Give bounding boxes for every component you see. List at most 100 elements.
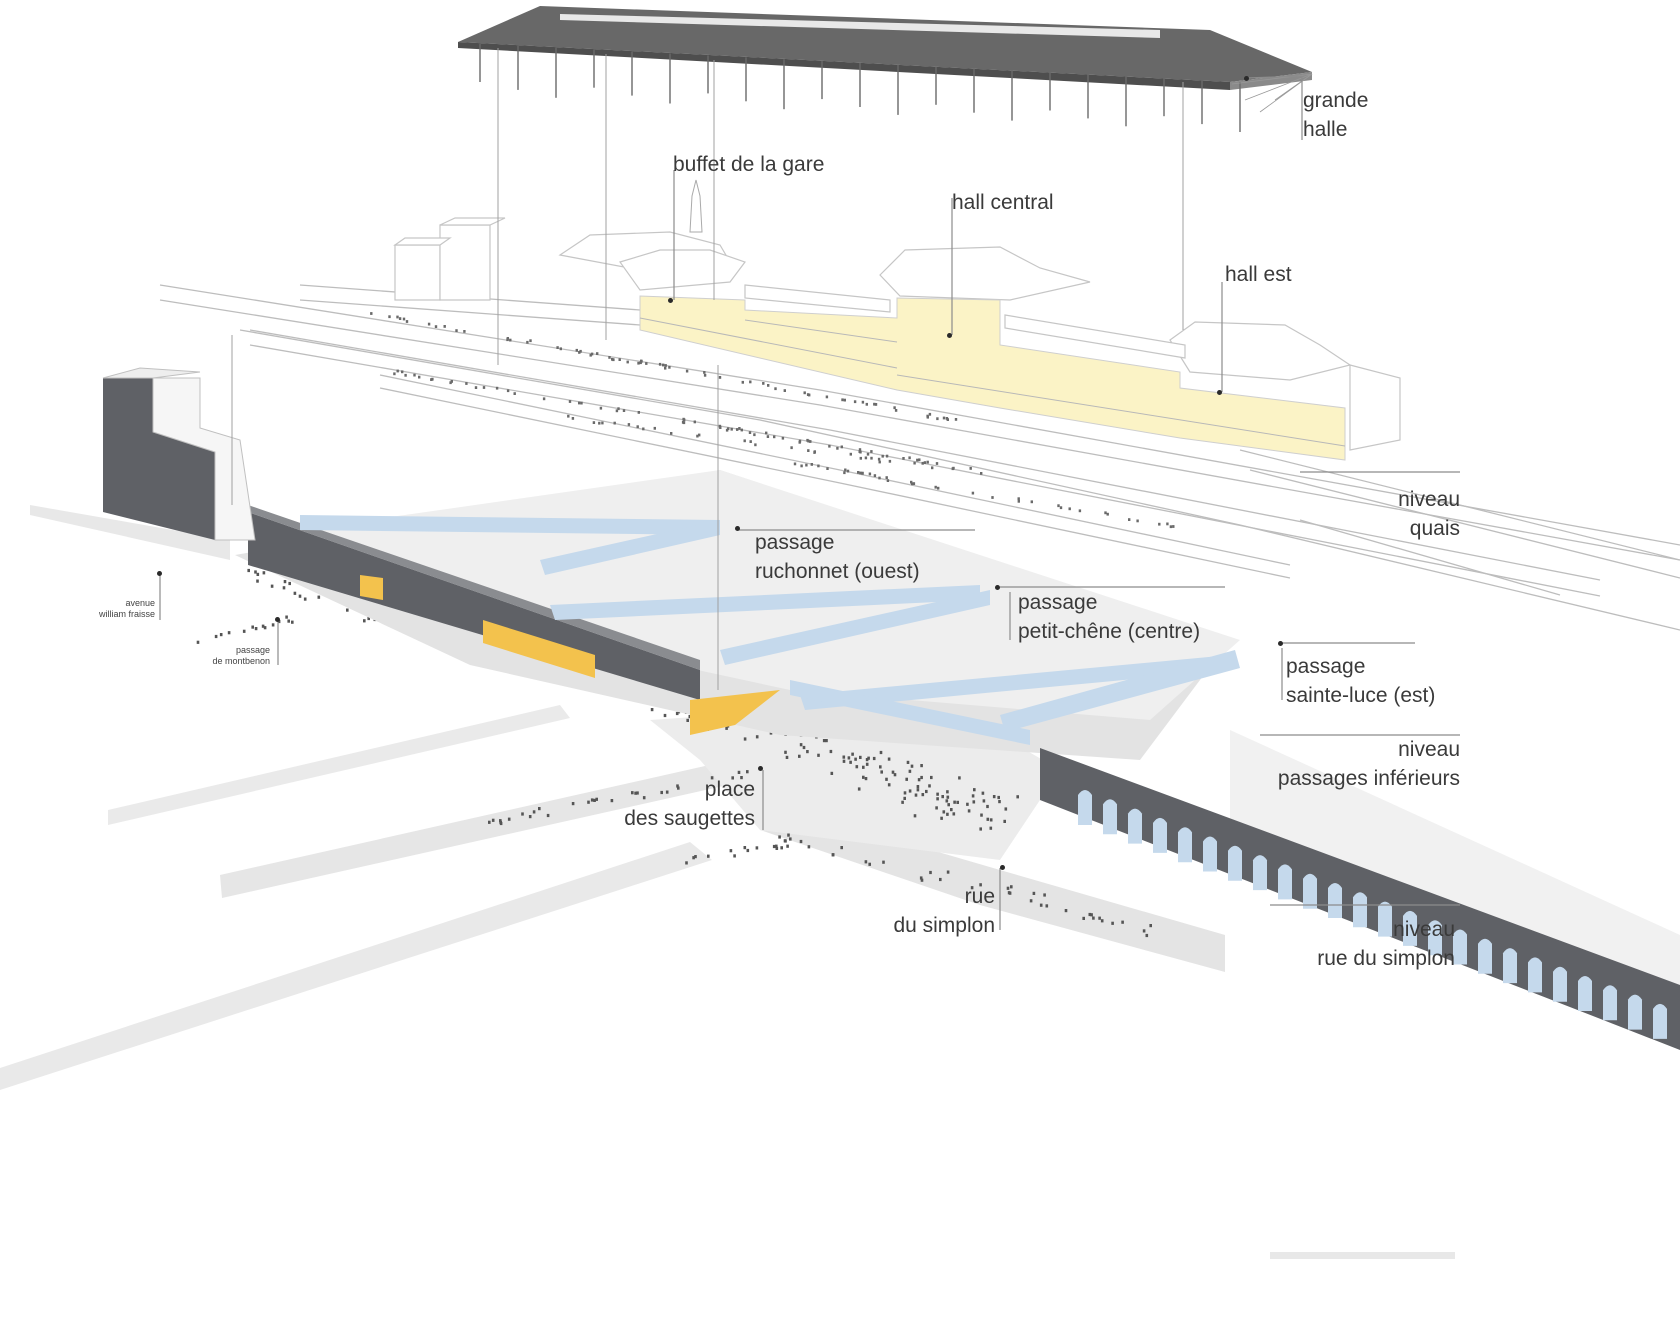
platform-person	[718, 424, 722, 428]
person	[729, 849, 733, 853]
person	[857, 787, 861, 791]
platform-person	[954, 418, 958, 421]
grande-halle-roof	[458, 6, 1313, 132]
label-passage-petit-chene-line1: passage	[1018, 591, 1098, 614]
platform-person	[946, 418, 949, 421]
platform-person	[790, 446, 793, 450]
street-left-edge	[30, 505, 230, 560]
platform-person	[881, 454, 884, 458]
person	[916, 788, 920, 792]
platform-person	[730, 427, 733, 431]
platform-person	[991, 496, 994, 499]
platform-person	[685, 369, 689, 373]
person	[980, 813, 983, 817]
person	[746, 770, 749, 774]
platform-person	[396, 315, 399, 319]
platform-person	[1172, 525, 1175, 528]
platform-person	[567, 414, 570, 418]
passage-est-blue-1	[800, 655, 1230, 710]
person	[936, 797, 939, 801]
person	[499, 820, 502, 824]
platform-person	[836, 446, 839, 450]
arch	[1578, 976, 1592, 1011]
platform-person	[1158, 522, 1161, 526]
platform-person	[866, 452, 870, 456]
passage-ruchonnet-blue-2	[540, 520, 720, 575]
label-rue-simplon-line1: rue	[964, 885, 995, 908]
platform-person	[637, 361, 640, 365]
dot-hall-central	[947, 333, 952, 338]
platform-person	[617, 407, 620, 411]
platform-person	[556, 346, 559, 349]
roof-light	[560, 14, 1160, 38]
central-shoulders	[744, 284, 891, 313]
person	[913, 814, 917, 818]
platform-person	[1104, 511, 1107, 515]
platform-person	[599, 406, 603, 410]
person	[1003, 819, 1006, 823]
platform-person	[911, 482, 914, 486]
person	[1045, 904, 1049, 908]
platform-person	[809, 440, 812, 443]
person	[1006, 886, 1010, 890]
arch	[1453, 929, 1467, 965]
west-building-white	[152, 377, 256, 541]
platform-person	[1059, 506, 1063, 510]
arch	[1403, 910, 1417, 946]
arch	[1078, 790, 1092, 825]
person	[1121, 920, 1124, 924]
label-place-saugettes-line2: des saugettes	[624, 807, 755, 830]
person	[992, 795, 996, 799]
person	[916, 785, 920, 789]
person	[862, 775, 865, 779]
person	[769, 731, 773, 735]
person	[859, 755, 862, 759]
east-pavilion	[1349, 364, 1401, 451]
person	[849, 760, 852, 764]
dot-grande-halle	[1244, 76, 1249, 81]
person	[901, 800, 904, 804]
person	[798, 754, 801, 758]
person	[802, 745, 806, 750]
platform-person	[1057, 504, 1060, 508]
arch	[1628, 994, 1642, 1030]
arch	[1478, 938, 1492, 974]
label-grande-halle-line1: grande	[1303, 89, 1369, 112]
person	[283, 580, 287, 584]
label-niveau-passages-line1: niveau	[1398, 738, 1460, 761]
person	[906, 760, 910, 764]
dot-passage-petit-chene	[995, 585, 1000, 590]
platform-person	[396, 369, 399, 373]
label-passage-petit-chene: passage petit-chêne (centre)	[1018, 588, 1200, 646]
person	[743, 737, 747, 741]
person	[1111, 921, 1114, 925]
person	[694, 855, 697, 859]
platform-person	[645, 362, 648, 365]
platform-person	[888, 459, 892, 463]
platform-person	[749, 440, 752, 443]
arch	[1428, 920, 1442, 956]
platform-person	[474, 386, 478, 389]
person	[636, 791, 639, 795]
arch	[1503, 948, 1517, 984]
person	[251, 625, 254, 629]
person	[935, 806, 938, 810]
person	[787, 833, 790, 837]
platform-person	[807, 449, 810, 452]
platform-person	[846, 469, 850, 473]
person	[291, 620, 294, 624]
platform-person	[873, 402, 876, 406]
label-place-saugettes: place des saugettes	[580, 775, 755, 833]
platform-person	[774, 387, 777, 391]
person	[825, 739, 828, 743]
platform-person	[926, 460, 929, 464]
platform-person	[1166, 522, 1169, 526]
label-niveau-quais-line1: niveau	[1398, 488, 1460, 511]
leader-lines	[159, 75, 1460, 930]
person	[293, 591, 297, 595]
person	[973, 788, 976, 792]
label-hall-est: hall est	[1225, 263, 1292, 286]
platform-person	[615, 409, 619, 413]
label-niveau-rue: niveau rue du simplon	[1250, 915, 1455, 973]
